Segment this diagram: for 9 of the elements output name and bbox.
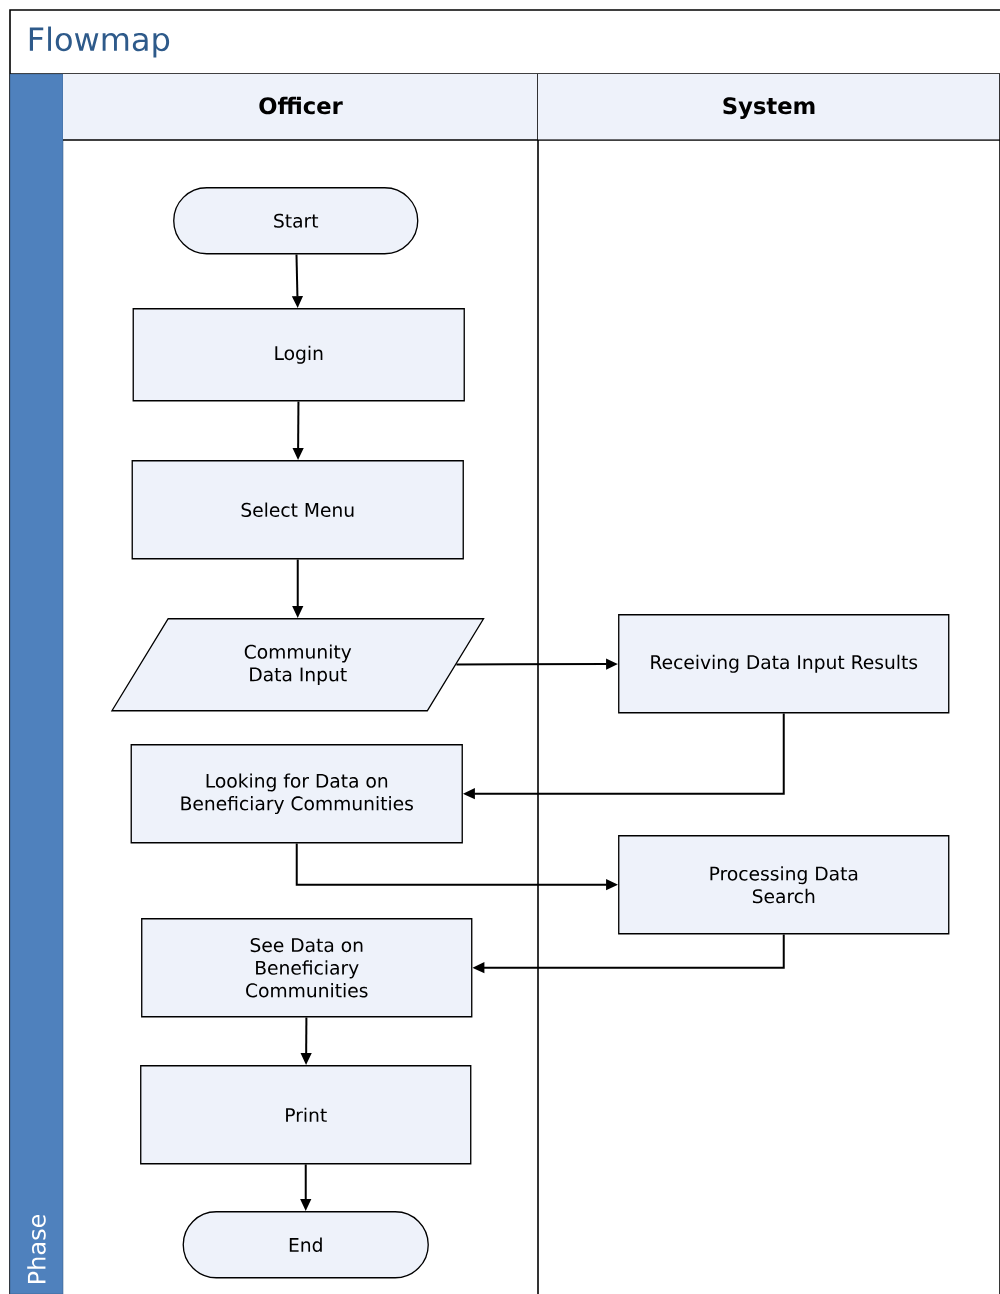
process-box: Processing Data Search [618,835,950,935]
phase-band: Phase [9,73,64,1294]
process-box: Receiving Data Input Results [618,614,950,714]
title: Flowmap [29,26,170,58]
process-box: Print [140,1065,472,1165]
process-box: Login [132,308,465,402]
process-box: Looking for Data on Beneficiary Communities [130,744,463,844]
process-box: Select Menu [131,460,464,560]
process-box: See Data on Beneficiary Communities [141,918,473,1018]
